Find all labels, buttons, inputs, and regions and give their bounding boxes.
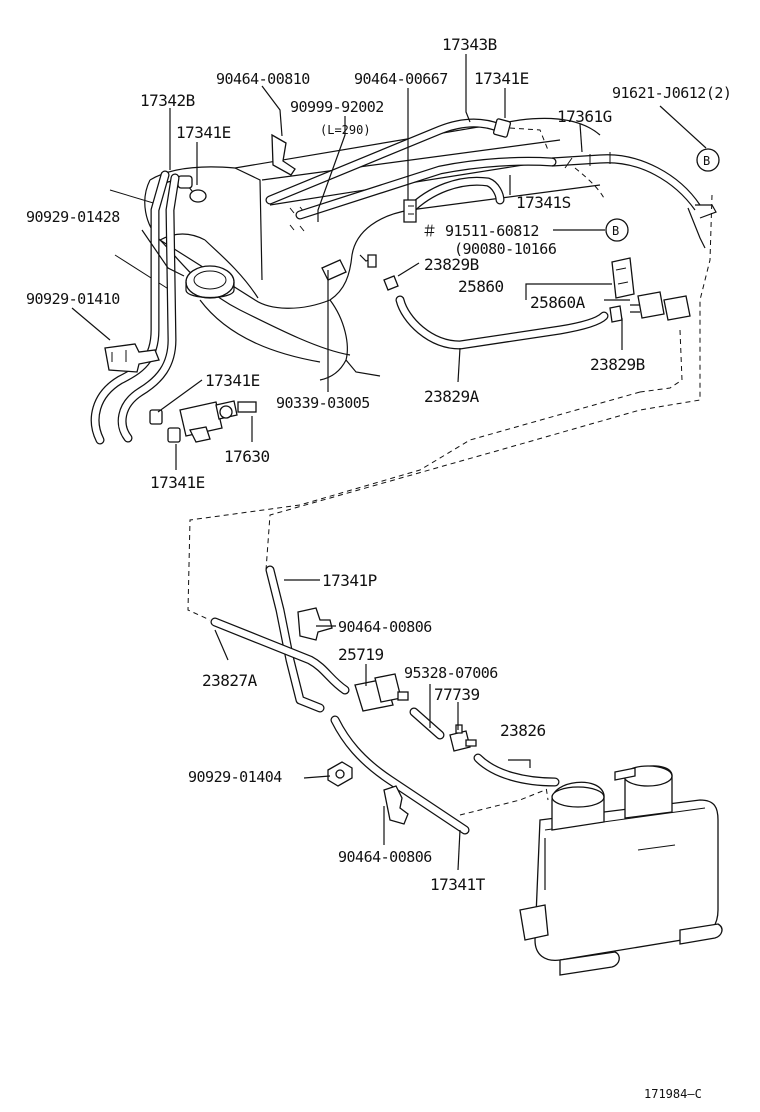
- callout-letter-2: B: [612, 224, 619, 238]
- label-91621-J0612: 91621-J0612(2): [612, 84, 731, 102]
- label-90339-03005: 90339-03005: [276, 394, 370, 412]
- label-23826: 23826: [500, 721, 546, 740]
- label-17341T: 17341T: [430, 875, 486, 894]
- lower-assembly: [210, 565, 560, 835]
- leader-lines: [71, 54, 707, 871]
- label-17341E-top: 17341E: [474, 69, 529, 88]
- label-17341E-mid: 17341E: [205, 371, 260, 390]
- part-labels: 17343B 90464-00810 90464-00667 17341E 91…: [26, 35, 732, 1101]
- label-23829A: 23829A: [424, 387, 480, 406]
- label-77739: 77739: [434, 685, 480, 704]
- label-23829B-right: 23829B: [590, 355, 645, 374]
- label-17630: 17630: [224, 447, 270, 466]
- label-90929-01428: 90929-01428: [26, 208, 120, 226]
- callout-letter: B: [703, 154, 710, 168]
- top-hoses: B: [265, 118, 720, 249]
- label-90080-10166: (90080-10166: [454, 240, 557, 258]
- label-90464-00810: 90464-00810: [216, 70, 310, 88]
- label-17343B: 17343B: [442, 35, 497, 54]
- label-25860A: 25860A: [530, 293, 586, 312]
- label-90929-01410: 90929-01410: [26, 290, 120, 308]
- label-17341S: 17341S: [516, 193, 571, 212]
- label-90464-00806-bottom: 90464-00806: [338, 848, 432, 866]
- label-17342B: 17342B: [140, 91, 195, 110]
- label-90464-00806-top: 90464-00806: [338, 618, 432, 636]
- left-hoses: [90, 170, 377, 445]
- label-23829B-top: 23829B: [424, 255, 479, 274]
- charcoal-canister: [519, 765, 723, 976]
- label-23827A: 23827A: [202, 671, 258, 690]
- label-17341E-bottom: 17341E: [150, 473, 205, 492]
- label-91511-60812: ＃ 91511-60812: [422, 222, 539, 240]
- figure-code: 171984—C: [644, 1087, 702, 1101]
- label-90929-01404: 90929-01404: [188, 768, 282, 786]
- label-17341P: 17341P: [322, 571, 377, 590]
- label-17361G: 17361G: [557, 107, 612, 126]
- label-95328-07006: 95328-07006: [404, 664, 498, 682]
- label-25860: 25860: [458, 277, 504, 296]
- label-17341E-left: 17341E: [176, 123, 231, 142]
- label-L290: (L=290): [320, 123, 371, 137]
- label-90464-00667: 90464-00667: [354, 70, 448, 88]
- label-90999-92002: 90999-92002: [290, 98, 384, 116]
- right-upper-parts: B: [383, 218, 691, 350]
- label-25719: 25719: [338, 645, 384, 664]
